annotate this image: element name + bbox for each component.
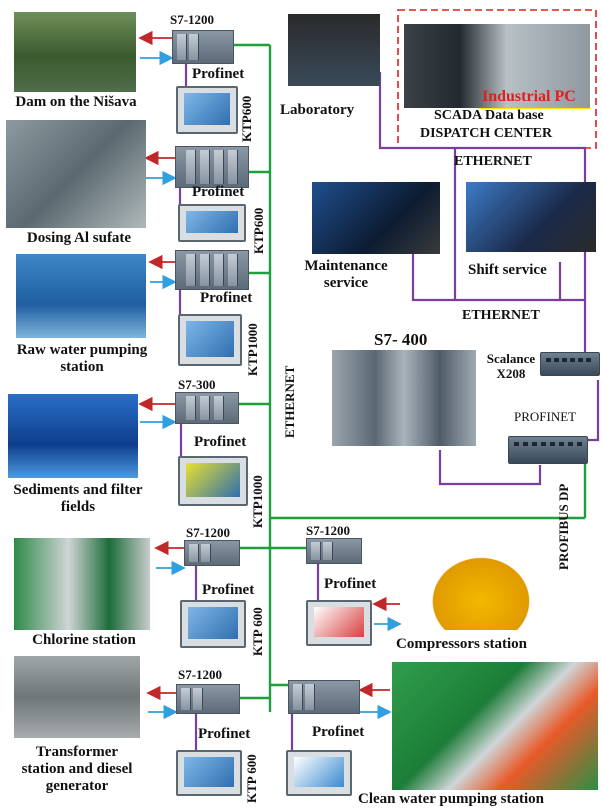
- label-plc-raw: S7-300: [178, 377, 216, 392]
- label-ktp-sediments: KTP1000: [250, 475, 265, 528]
- label-profinet-transformer: Profinet: [198, 726, 251, 742]
- dam-photo: [14, 12, 136, 92]
- label-raw-water: Raw water pumping station: [16, 342, 148, 375]
- label-plc-transformer: S7-1200: [178, 667, 223, 682]
- plc-clean-water: [288, 680, 360, 714]
- label-chlorine: Chlorine station: [32, 632, 136, 648]
- label-profinet-dosing: Profinet: [192, 184, 245, 200]
- io-arrows: [138, 30, 402, 720]
- label-profibus: PROFIBUS DP: [556, 483, 571, 570]
- label-ktp-transformer: KTP 600: [244, 754, 259, 803]
- compressor-photo: [406, 534, 556, 630]
- hmi-dam: [176, 86, 238, 134]
- label-scada: SCADA Data base: [434, 108, 544, 123]
- label-ktp-dam: KTP600: [239, 95, 254, 142]
- plc-dosing: [175, 146, 249, 188]
- label-ethernet-mid: ETHERNET: [462, 308, 540, 323]
- label-clean-water: Clean water pumping station: [358, 791, 544, 807]
- sediments-photo: [8, 394, 138, 478]
- label-ktp-dosing: KTP600: [251, 207, 266, 254]
- label-profinet-sediments: Profinet: [194, 434, 247, 450]
- profinet-links: [178, 60, 320, 750]
- label-scalance: Scalance X208: [486, 351, 536, 381]
- label-s7-400: S7- 400: [374, 330, 428, 349]
- label-dam: Dam on the Nišava: [15, 94, 137, 110]
- laboratory-pc: [288, 14, 380, 86]
- shift-pc: [466, 182, 596, 252]
- label-ethernet-vertical: ETHERNET: [282, 365, 297, 438]
- hmi-clean-water: [286, 750, 352, 796]
- hmi-sediments: [178, 456, 248, 506]
- plc-raw-water: [175, 250, 249, 290]
- plc-transformer: [176, 684, 240, 714]
- label-ktp-pumping: KTP1000: [245, 323, 260, 376]
- label-profinet-compressor: Profinet: [324, 576, 377, 592]
- scalance-switch: [540, 352, 600, 376]
- label-profinet-caps: PROFINET: [514, 409, 577, 424]
- plc-chlorine: [184, 540, 240, 566]
- hmi-chlorine: [180, 600, 246, 648]
- hmi-compressor: [306, 600, 372, 646]
- label-plc-chlorine: S7-1200: [186, 525, 231, 540]
- hmi-raw-water: [178, 314, 242, 366]
- clean-water-photo: [392, 662, 598, 790]
- label-profinet-raw: Profinet: [200, 290, 253, 306]
- industrial-pc-photo: [404, 24, 590, 108]
- label-sediments: Sediments and filter fields: [13, 482, 143, 515]
- raw-water-photo: [16, 254, 146, 338]
- label-profinet-clean: Profinet: [312, 724, 365, 740]
- profibus-switch: [508, 436, 588, 464]
- label-industrial-pc: Industrial PC: [482, 88, 576, 105]
- maintenance-pc: [312, 182, 440, 254]
- s7-400-rack: [332, 350, 476, 446]
- plc-dam: [172, 30, 234, 64]
- label-dispatch: DISPATCH CENTER: [420, 126, 553, 141]
- label-maintenance: Maintenance service: [304, 258, 388, 291]
- hmi-transformer: [176, 750, 242, 796]
- chlorine-photo: [14, 538, 150, 630]
- label-profinet-chlorine: Profinet: [202, 582, 255, 598]
- transformer-photo: [14, 656, 140, 738]
- plc-sediments: [175, 392, 239, 424]
- label-ethernet-top: ETHERNET: [454, 154, 532, 169]
- label-profinet-dam: Profinet: [192, 66, 245, 82]
- label-plc-dam: S7-1200: [170, 12, 215, 27]
- label-laboratory: Laboratory: [280, 102, 355, 118]
- label-ktp-chlorine: KTP 600: [250, 607, 265, 656]
- hmi-dosing: [178, 204, 246, 242]
- plc-compressor: [306, 538, 362, 564]
- label-shift: Shift service: [468, 262, 547, 278]
- dosing-photo: [6, 120, 146, 228]
- label-plc-compressor: S7-1200: [306, 523, 351, 538]
- label-compressors: Compressors station: [396, 636, 527, 652]
- label-transformer: Transformer station and diesel generator: [21, 744, 133, 794]
- label-dosing: Dosing Al sufate: [26, 230, 132, 246]
